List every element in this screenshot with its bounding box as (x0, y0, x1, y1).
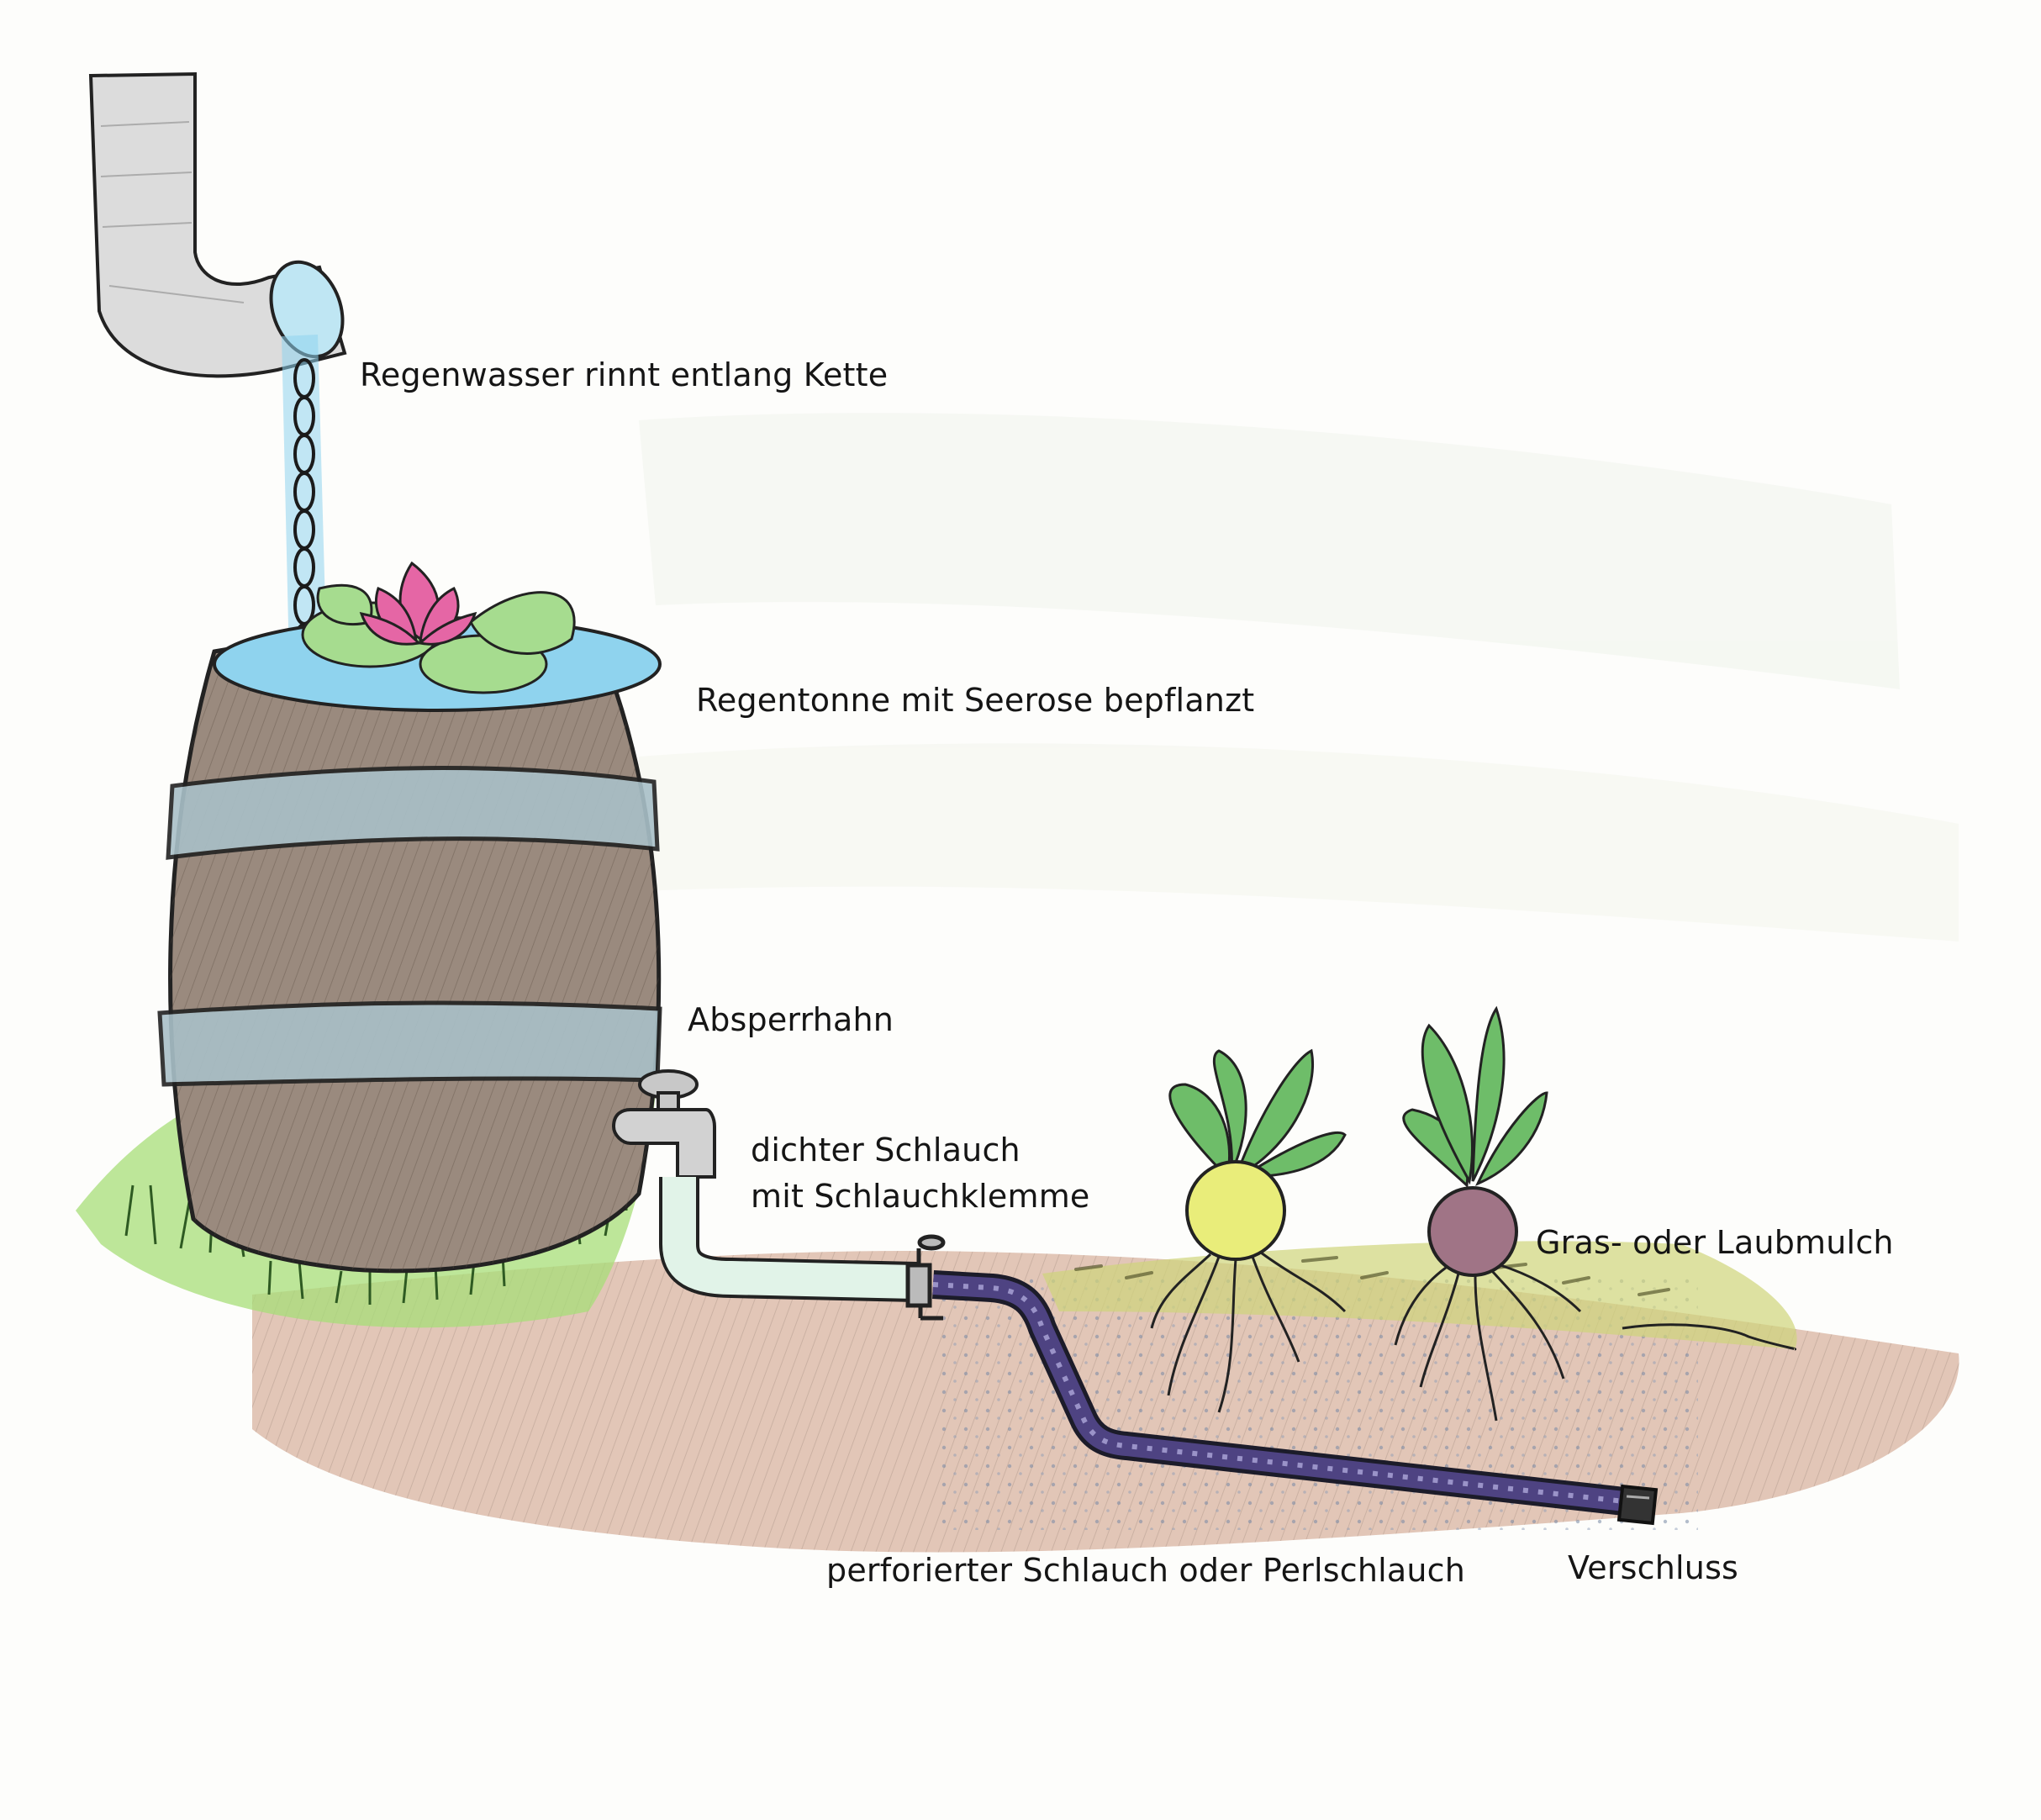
downpipe-opening (269, 260, 345, 359)
label-tap: Absperrhahn (688, 1001, 894, 1038)
end-cap-icon (1616, 1484, 1659, 1526)
label-cap: Verschluss (1568, 1549, 1739, 1586)
label-perforated: perforierter Schlauch oder Perlschlauch (826, 1552, 1466, 1589)
label-barrel: Regentonne mit Seerose bepflanzt (696, 682, 1255, 719)
tap-icon (611, 1069, 716, 1179)
yellow-beet (1185, 1160, 1286, 1261)
hose-clamp-icon (905, 1234, 946, 1321)
label-chain: Regenwasser rinnt entlang Kette (360, 356, 889, 393)
label-hose-line1: dichter Schlauch (751, 1132, 1020, 1168)
clear-hose (659, 1177, 917, 1302)
perforated-hose (932, 1270, 1641, 1517)
plant-icon (1150, 1048, 1347, 1413)
label-hose-line2: mit Schlauchklemme (751, 1178, 1090, 1215)
barrel-band-bottom (157, 1000, 662, 1087)
downpipe-icon (88, 71, 347, 378)
background-wash (639, 413, 1959, 942)
purple-beet (1427, 1186, 1518, 1277)
water-lily-icon (301, 561, 576, 694)
plant-icon (1394, 1005, 1582, 1422)
barrel-icon (157, 616, 662, 1274)
label-mulch: Gras- oder Laubmulch (1536, 1224, 1894, 1261)
barrel-band-top (166, 766, 660, 860)
